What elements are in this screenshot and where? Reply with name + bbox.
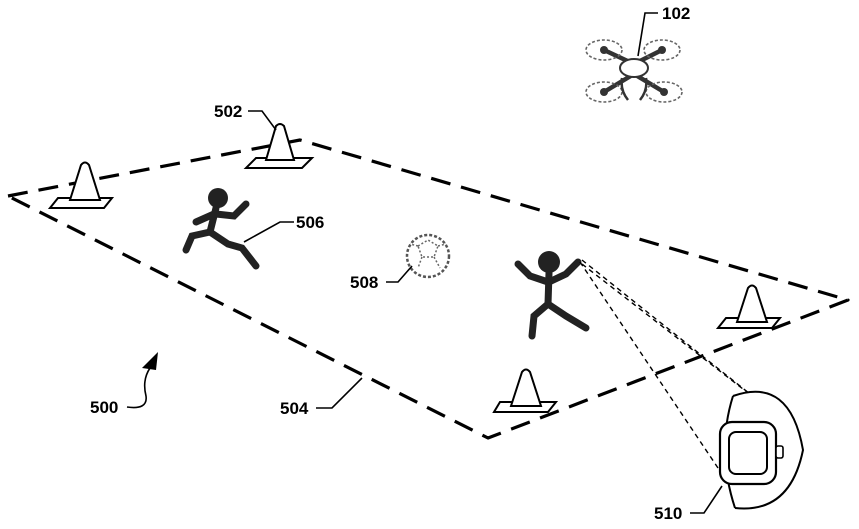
sight-lines xyxy=(579,259,756,469)
smartwatch xyxy=(718,390,805,510)
arrow-500 xyxy=(142,352,158,370)
leader-502 xyxy=(248,110,277,131)
leader-510 xyxy=(690,485,723,514)
cone-left xyxy=(47,161,115,209)
leader-508 xyxy=(386,265,413,283)
label-field-boundary: 504 xyxy=(280,399,309,418)
soccer-ball xyxy=(405,233,451,279)
label-player-kicking: 506 xyxy=(296,213,324,232)
leader-506 xyxy=(243,221,294,243)
drone xyxy=(585,39,683,103)
label-ball: 508 xyxy=(350,273,378,292)
cone-top xyxy=(243,123,315,169)
field-boundary xyxy=(6,138,850,440)
leader-102 xyxy=(637,12,658,57)
label-drone: 102 xyxy=(662,4,690,23)
cone-right xyxy=(715,284,783,329)
player-kicking xyxy=(182,188,260,270)
player-arms-raised xyxy=(514,251,590,340)
cone-bottom xyxy=(492,368,559,413)
label-scene: 500 xyxy=(90,398,118,417)
leader-504 xyxy=(316,377,363,409)
leader-500 xyxy=(126,367,151,409)
label-smartwatch: 510 xyxy=(654,504,682,523)
label-cone: 502 xyxy=(214,102,242,121)
